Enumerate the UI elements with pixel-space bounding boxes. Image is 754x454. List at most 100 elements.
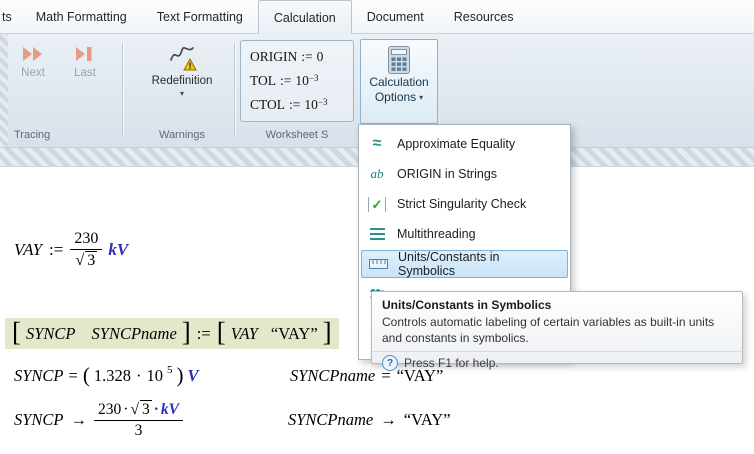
tol-exponent: −3: [308, 73, 319, 83]
variable-syncp: SYNCP: [14, 410, 64, 429]
menu-item-label: ORIGIN in Strings: [397, 167, 498, 181]
variable-syncpname: SYNCPname: [288, 410, 374, 429]
menu-item-multithreading[interactable]: Multithreading: [359, 219, 570, 249]
tooltip-help-text: Press F1 for help.: [404, 356, 499, 371]
tab-resources[interactable]: Resources: [453, 9, 514, 24]
menu-item-strict-singularity-check[interactable]: ✓ Strict Singularity Check: [359, 189, 570, 219]
tol-name: TOL: [250, 73, 276, 88]
multiply-dot: ·: [135, 365, 142, 385]
ribbon-tab-bar: ts Math Formatting Text Formatting Calcu…: [0, 0, 754, 34]
close-bracket: ]: [181, 316, 191, 347]
menu-item-units-constants-in-symbolics[interactable]: Units/Constants in Symbolics: [361, 250, 568, 278]
string-vay: “VAY”: [270, 323, 318, 343]
menu-item-label: Approximate Equality: [397, 137, 516, 151]
calculation-options-button[interactable]: Calculation Options ▾: [360, 39, 438, 124]
origin-name: ORIGIN: [250, 49, 298, 64]
menu-item-origin-in-strings[interactable]: ab ORIGIN in Strings: [359, 159, 570, 189]
math-region-matrix-assignment-selected[interactable]: [ SYNCP SYNCPname ] := [ VAY “VAY” ]: [5, 318, 339, 349]
trace-next-button[interactable]: Next: [10, 44, 56, 79]
calculator-icon: [388, 46, 410, 74]
ctol-name: CTOL: [250, 97, 286, 112]
origin-in-strings-icon: ab: [370, 166, 384, 181]
tol-base: 10: [295, 73, 309, 88]
string-vay: “VAY”: [403, 410, 451, 429]
math-region-syncp-symbolic[interactable]: SYNCP → 230 · √3 · kV 3: [14, 396, 183, 444]
tab-calculation[interactable]: Calculation: [257, 0, 352, 34]
worksheet-settings-group-label: Worksheet S: [265, 129, 329, 141]
step-next-icon: [23, 47, 42, 61]
multiply-dot: ·: [153, 400, 159, 418]
math-region-vay-definition[interactable]: VAY := 230 √3 kV: [14, 230, 128, 270]
chevron-down-icon: ▾: [419, 92, 424, 102]
ruler-icon: [368, 259, 388, 269]
worksheet-settings-box: ORIGIN := 0 TOL := 10−3 CTOL := 10−3: [240, 40, 354, 122]
approximate-equality-icon: ≈: [372, 135, 382, 152]
trace-last-button[interactable]: Last: [62, 44, 108, 79]
origin-setting[interactable]: ORIGIN := 0: [250, 49, 353, 65]
sqrt-icon: √: [130, 400, 139, 418]
variable-vay: VAY: [230, 323, 258, 343]
variable-syncpname: SYNCPname: [290, 365, 376, 385]
redefinition-warning-icon: [170, 47, 197, 71]
singularity-check-icon: ✓: [367, 196, 387, 212]
tooltip-body: Controls automatic labeling of certain v…: [382, 315, 715, 345]
unit-kilovolt: kV: [160, 400, 179, 418]
step-last-icon: [76, 47, 92, 61]
ctol-setting[interactable]: CTOL := 10−3: [250, 97, 353, 113]
group-separator: [234, 42, 235, 138]
base-ten: 10: [146, 365, 163, 385]
ribbon-left-stripe: [0, 34, 8, 147]
radicand: 3: [139, 400, 152, 418]
math-region-syncp-evaluation[interactable]: SYNCP = ( 1.328 · 10 5 ) V: [14, 362, 198, 389]
tab-text-formatting[interactable]: Text Formatting: [156, 9, 243, 24]
tab-partial-plots[interactable]: ts: [2, 9, 12, 24]
math-region-syncpname-symbolic[interactable]: SYNCPname → “VAY”: [288, 396, 451, 444]
warnings-group-label: Warnings: [158, 129, 206, 141]
origin-value[interactable]: 0: [316, 49, 324, 64]
calc-options-line2: Options: [374, 89, 417, 104]
units-constants-tooltip: Units/Constants in Symbolics Controls au…: [371, 291, 743, 372]
multiply-dot: ·: [123, 400, 129, 418]
equals-operator: =: [381, 365, 391, 385]
open-bracket: [: [12, 316, 21, 347]
fraction: 230 · √3 · kV 3: [94, 400, 183, 440]
denominator: √3: [71, 251, 101, 270]
equals-operator: =: [68, 365, 78, 385]
menu-item-approximate-equality[interactable]: ≈ Approximate Equality: [359, 129, 570, 159]
symbolic-arrow: →: [70, 410, 88, 429]
fraction-bar: [70, 249, 103, 250]
ctol-exponent: −3: [317, 97, 328, 107]
menu-item-label: Strict Singularity Check: [397, 197, 527, 211]
ctol-base: 10: [304, 97, 318, 112]
help-icon: ?: [382, 355, 398, 372]
math-region-syncpname-evaluation[interactable]: SYNCPname = “VAY”: [290, 362, 443, 389]
numerator: 230 · √3 · kV: [94, 400, 183, 419]
redefinition-button[interactable]: Redefinition ▾: [136, 44, 228, 98]
unit-volt: V: [187, 365, 199, 385]
tooltip-title: Units/Constants in Symbolics: [382, 298, 552, 312]
assign-operator: :=: [196, 323, 211, 343]
tol-setting[interactable]: TOL := 10−3: [250, 73, 353, 89]
tab-document[interactable]: Document: [366, 9, 424, 24]
mantissa: 1.328: [93, 365, 131, 385]
redefinition-label: Redefinition: [151, 75, 213, 87]
denominator: 3: [134, 422, 143, 439]
variable-vay: VAY: [14, 240, 43, 259]
assign-operator: :=: [49, 240, 64, 259]
ctol-value[interactable]: 10−3: [304, 97, 327, 113]
close-bracket: ]: [322, 316, 332, 347]
menu-item-label: Multithreading: [397, 227, 476, 241]
tol-value[interactable]: 10−3: [295, 73, 318, 89]
tracing-group-label: Tracing: [14, 129, 51, 141]
radicand: 3: [85, 251, 98, 269]
symbolic-arrow: →: [380, 410, 397, 429]
numerator: 230: [74, 230, 99, 247]
calc-options-line1: Calculation: [369, 75, 429, 89]
exponent: 5: [166, 363, 173, 376]
last-label: Last: [74, 67, 96, 79]
sqrt-icon: √: [75, 251, 85, 269]
chevron-down-icon: ▾: [179, 89, 184, 98]
tab-math-formatting[interactable]: Math Formatting: [35, 9, 127, 24]
unit-kilovolt: kV: [108, 240, 129, 259]
